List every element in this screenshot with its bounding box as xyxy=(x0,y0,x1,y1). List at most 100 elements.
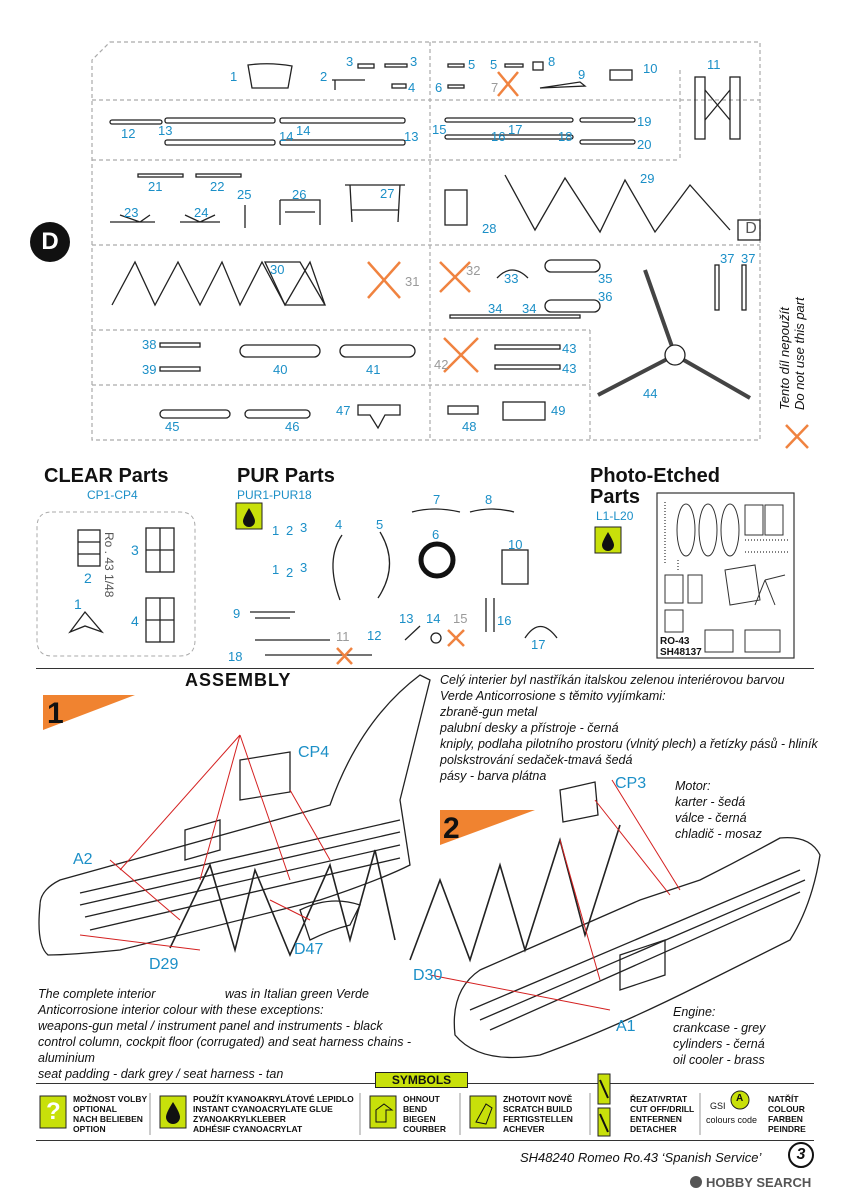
part-number: 20 xyxy=(637,137,652,152)
note-line: zbraně-gun metal xyxy=(440,705,538,719)
part-number: 46 xyxy=(285,419,300,434)
symbol-line: ZYANOAKRYLKLEBER xyxy=(193,1114,286,1124)
symbol-optional-label: MOŽNOST VOLBY OPTIONAL NACH BELIEBEN OPT… xyxy=(73,1094,147,1134)
english-colour-notes: The complete interior was in Italian gre… xyxy=(38,986,458,1082)
part-number: 21 xyxy=(148,179,163,194)
pe-fret-label2: SH48137 xyxy=(660,647,702,658)
part-number: 9 xyxy=(578,67,586,82)
part-number: 44 xyxy=(643,386,658,401)
note-line: control column, cockpit floor (corrugate… xyxy=(38,1035,412,1065)
part-number: 43 xyxy=(562,341,577,356)
note-line: pásy - barva plátna xyxy=(440,769,547,783)
symbol-line: COURBER xyxy=(403,1124,446,1134)
side-note: Tento díl nepoužít Do not use this part xyxy=(777,210,807,410)
callout-d29: D29 xyxy=(149,956,179,973)
clear-parts-title: CLEAR Parts xyxy=(44,465,169,487)
note-line: karter - šedá xyxy=(675,795,746,809)
pe-title-line2: Parts xyxy=(590,486,641,508)
note-line: kniply, podlaha pilotního prostoru (vlni… xyxy=(440,737,818,751)
side-note-cz: Tento díl nepoužít xyxy=(777,307,792,410)
part-number: 1 xyxy=(74,596,82,612)
part-number: 5 xyxy=(468,57,476,72)
part-number: 8 xyxy=(485,492,493,507)
note-line: polskstrování sedaček-tmavá šedá xyxy=(440,753,633,767)
callout-cp3: CP3 xyxy=(615,775,647,792)
note-line: weapons-gun metal / instrument panel and… xyxy=(38,1019,383,1033)
part-number: 18 xyxy=(558,129,573,144)
part-number: 3 xyxy=(410,54,418,69)
part-number: 34 xyxy=(488,301,503,316)
part-number: 6 xyxy=(435,80,443,95)
part-number: 41 xyxy=(366,362,381,377)
callout-a1: A1 xyxy=(616,1018,636,1035)
part-number: 7 xyxy=(433,492,441,507)
czech-colour-notes: Celý interier byl nastříkán italskou zel… xyxy=(440,672,830,784)
note-line: The complete interior was in Italian gre… xyxy=(38,987,369,1001)
gsi-code: A xyxy=(736,1093,744,1104)
part-number: 23 xyxy=(124,205,139,220)
pur-parts-title: PUR Parts xyxy=(237,465,335,487)
part-number: 24 xyxy=(194,205,209,220)
part-number: 4 xyxy=(408,80,416,95)
colours-code-label: colours code xyxy=(706,1115,758,1125)
symbol-paint-label: NATŘÍT COLOUR FARBEN PEINDRE xyxy=(768,1094,806,1134)
symbol-line: BEND xyxy=(403,1104,428,1114)
part-number: 13 xyxy=(399,611,414,626)
part-number: 30 xyxy=(270,262,285,277)
part-number: 22 xyxy=(210,179,225,194)
clear-frame-label: Ro . 43 1/48 xyxy=(102,532,116,598)
part-number: 34 xyxy=(522,301,537,316)
part-number: 15 xyxy=(432,122,447,137)
part-number: 43 xyxy=(562,361,577,376)
symbol-line: MOŽNOST VOLBY xyxy=(73,1094,148,1104)
part-number: 45 xyxy=(165,419,180,434)
note-line: crankcase - grey xyxy=(673,1021,766,1035)
part-number: 33 xyxy=(504,271,519,286)
part-number: 4 xyxy=(131,613,139,629)
pe-parts-range: L1-L20 xyxy=(596,509,634,523)
part-number: 3 xyxy=(300,560,308,575)
part-number: 8 xyxy=(548,54,556,69)
part-number: 12 xyxy=(121,126,136,141)
note-line: palubní desky a přístroje - černá xyxy=(440,721,619,735)
symbols-title: SYMBOLS xyxy=(375,1072,468,1088)
part-number: 3 xyxy=(131,542,139,558)
symbol-line: ENTFERNEN xyxy=(630,1114,682,1124)
callout-d47: D47 xyxy=(294,941,324,958)
optional-icon-glyph: ? xyxy=(46,1098,61,1125)
symbol-line: OPTION xyxy=(73,1124,106,1134)
pe-title-line1: Photo-Etched xyxy=(590,465,720,487)
watermark-text: HOBBY SEARCH xyxy=(706,1175,812,1190)
symbol-line: NACH BELIEBEN xyxy=(73,1114,143,1124)
part-number: 16 xyxy=(491,129,506,144)
step-1-number: 1 xyxy=(47,697,64,730)
sprue-frame xyxy=(30,41,809,449)
assembly-title: ASSEMBLY xyxy=(185,670,292,690)
part-number: 27 xyxy=(380,186,395,201)
symbol-line: FERTIGSTELLEN xyxy=(503,1114,573,1124)
part-number: 19 xyxy=(637,114,652,129)
part-number: 16 xyxy=(497,613,512,628)
part-number: 3 xyxy=(346,54,354,69)
part-number: 36 xyxy=(598,289,613,304)
watermark: HOBBY SEARCH xyxy=(690,1175,811,1190)
part-number: 13 xyxy=(404,129,419,144)
part-number: 10 xyxy=(643,61,658,76)
part-number: 17 xyxy=(508,122,523,137)
note-line: cylinders - černá xyxy=(673,1037,765,1051)
part-number: 2 xyxy=(286,565,294,580)
part-number: 35 xyxy=(598,271,613,286)
part-number: 18 xyxy=(228,649,243,664)
symbol-line: ZHOTOVIT NOVĚ xyxy=(503,1094,573,1104)
symbol-glue-label: POUŽÍT KYANOAKRYLÁTOVÉ LEPIDLO INSTANT C… xyxy=(193,1094,354,1134)
callout-a2: A2 xyxy=(73,851,93,868)
motor-notes: Motor: karter - šedá válce - černá chlad… xyxy=(675,778,762,842)
part-number: 4 xyxy=(335,517,343,532)
note-line: Motor: xyxy=(675,779,711,793)
symbol-line: ŘEZAT/VRTAT xyxy=(630,1094,688,1104)
part-number: 47 xyxy=(336,403,351,418)
part-number: 38 xyxy=(142,337,157,352)
part-number: 42 xyxy=(434,357,449,372)
pe-parts-title: Photo-Etched Parts xyxy=(590,466,720,508)
symbol-line: BIEGEN xyxy=(403,1114,436,1124)
